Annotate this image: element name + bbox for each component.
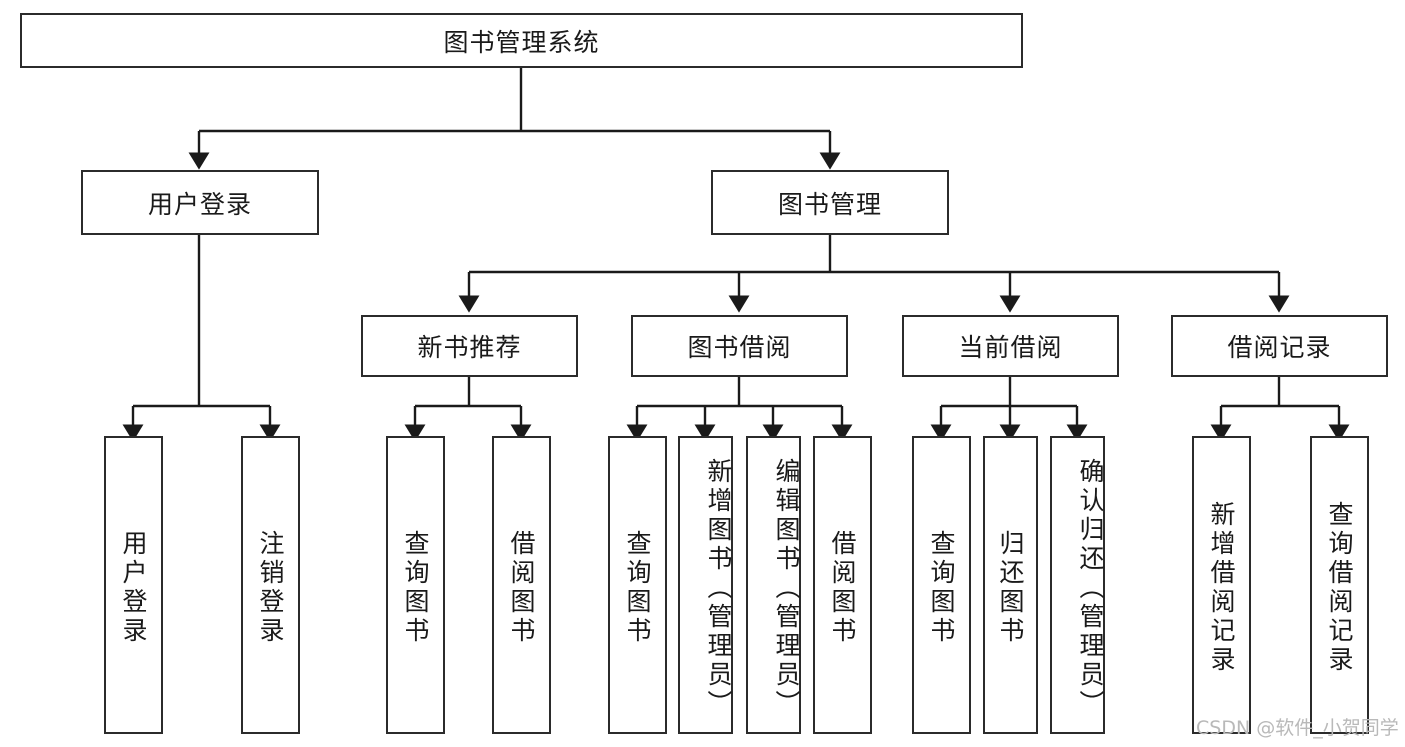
node-leaf-add-book[interactable]: 新增图书（管理员） [678, 436, 733, 734]
node-borrow-record-label: 借阅记录 [1227, 333, 1332, 362]
node-leaf-edit-book-label: 编辑图书（管理员） [772, 457, 801, 719]
node-leaf-query-record-label: 查询借阅记录 [1325, 501, 1354, 675]
node-book-manage-label: 图书管理 [777, 189, 882, 219]
node-leaf-user-login[interactable]: 用户登录 [104, 436, 163, 734]
node-leaf-query-book-2[interactable]: 查询图书 [608, 436, 667, 734]
node-leaf-logout[interactable]: 注销登录 [241, 436, 300, 734]
node-book-borrow-label: 图书借阅 [687, 333, 792, 362]
node-book-borrow[interactable]: 图书借阅 [631, 315, 848, 377]
node-leaf-add-book-label: 新增图书（管理员） [704, 457, 733, 719]
node-leaf-add-record[interactable]: 新增借阅记录 [1192, 436, 1251, 734]
node-leaf-confirm-return[interactable]: 确认归还（管理员） [1050, 436, 1105, 734]
node-leaf-query-record[interactable]: 查询借阅记录 [1310, 436, 1369, 734]
node-leaf-return-book[interactable]: 归还图书 [983, 436, 1038, 734]
node-leaf-borrow-book-2-label: 借阅图书 [828, 530, 857, 646]
node-borrow-record[interactable]: 借阅记录 [1171, 315, 1388, 377]
node-leaf-return-book-label: 归还图书 [996, 530, 1025, 646]
node-new-book-rec[interactable]: 新书推荐 [361, 315, 578, 377]
node-leaf-query-book-1[interactable]: 查询图书 [386, 436, 445, 734]
node-user-login[interactable]: 用户登录 [81, 170, 319, 235]
node-leaf-edit-book[interactable]: 编辑图书（管理员） [746, 436, 801, 734]
node-leaf-user-login-label: 用户登录 [119, 530, 148, 646]
node-leaf-logout-label: 注销登录 [256, 530, 285, 646]
node-root[interactable]: 图书管理系统 [20, 13, 1023, 68]
node-new-book-rec-label: 新书推荐 [417, 333, 522, 362]
node-leaf-confirm-return-label: 确认归还（管理员） [1076, 457, 1105, 719]
node-user-login-label: 用户登录 [147, 189, 252, 219]
node-leaf-borrow-book-1-label: 借阅图书 [507, 530, 536, 646]
node-leaf-borrow-book-2[interactable]: 借阅图书 [813, 436, 872, 734]
node-current-borrow[interactable]: 当前借阅 [902, 315, 1119, 377]
node-current-borrow-label: 当前借阅 [958, 333, 1063, 362]
node-leaf-add-record-label: 新增借阅记录 [1207, 501, 1236, 675]
csdn-watermark: CSDN @软件_小贺同学 [1196, 717, 1399, 739]
node-leaf-query-book-3[interactable]: 查询图书 [912, 436, 971, 734]
node-leaf-query-book-1-label: 查询图书 [401, 530, 430, 646]
node-root-label: 图书管理系统 [443, 27, 600, 57]
node-leaf-query-book-3-label: 查询图书 [927, 530, 956, 646]
node-book-manage[interactable]: 图书管理 [711, 170, 949, 235]
node-leaf-borrow-book-1[interactable]: 借阅图书 [492, 436, 551, 734]
node-leaf-query-book-2-label: 查询图书 [623, 530, 652, 646]
